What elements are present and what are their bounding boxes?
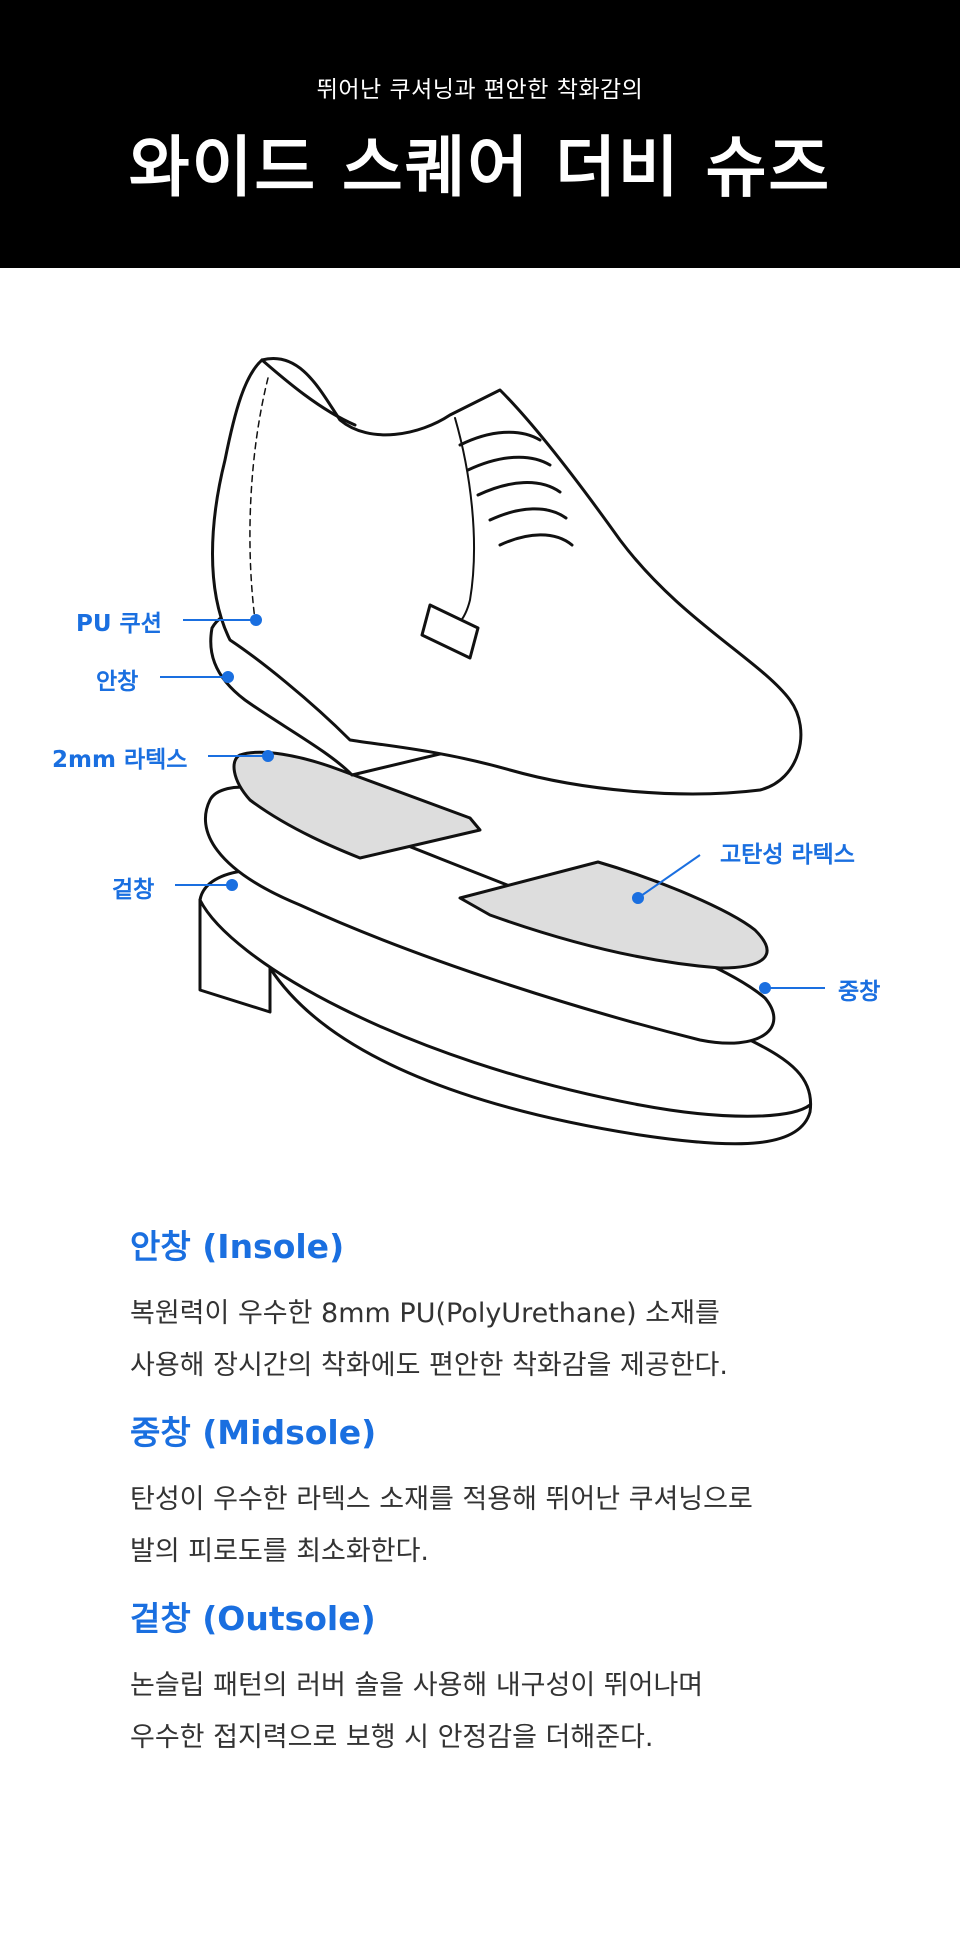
- callout-line-high-elastic-latex: [637, 854, 701, 899]
- exploded-shoe-illustration: [160, 356, 825, 1146]
- shoe-upper-topline: [260, 358, 357, 427]
- section-line: 논슬립 패턴의 러버 솔을 사용해 내구성이 뛰어나며: [130, 1670, 704, 1701]
- shoe-lace: [488, 507, 568, 522]
- section-body: 복원력이 우수한 8mm PU(PolyUrethane) 소재를 사용해 장시…: [130, 1288, 910, 1392]
- callout-dot-insole: [222, 671, 234, 683]
- shoe-lace: [466, 455, 552, 472]
- callout-dot-midsole: [759, 982, 771, 994]
- section-line: 발의 피로도를 최소화한다.: [130, 1536, 429, 1567]
- callout-insole: 안창: [96, 669, 139, 695]
- hero-title: 와이드 스퀘어 더비 슈즈: [128, 129, 832, 206]
- section-line: 우수한 접지력으로 보행 시 안정감을 더해준다.: [130, 1722, 654, 1753]
- outsole-edge: [198, 898, 812, 1118]
- high-elastic-latex-shape: [458, 860, 769, 970]
- section-midsole: 중창 (Midsole) 탄성이 우수한 라텍스 소재를 적용해 뛰어난 쿠셔닝…: [130, 1406, 910, 1578]
- section-body: 탄성이 우수한 라텍스 소재를 적용해 뛰어난 쿠셔닝으로 발의 피로도를 최소…: [130, 1474, 910, 1578]
- section-title: 중창 (Midsole): [130, 1413, 377, 1452]
- latex-2mm-shape: [232, 750, 482, 860]
- hero-banner: 뛰어난 쿠셔닝과 편안한 착화감의 와이드 스퀘어 더비 슈즈: [0, 0, 960, 268]
- callout-dot-latex-2mm: [262, 750, 274, 762]
- section-title: 겉창 (Outsole): [130, 1599, 376, 1638]
- section-insole: 안창 (Insole) 복원력이 우수한 8mm PU(PolyUrethane…: [130, 1220, 910, 1392]
- shoe-lace: [476, 481, 562, 497]
- shoe-lace: [458, 430, 542, 447]
- hero-subtitle: 뛰어난 쿠셔닝과 편안한 착화감의: [316, 77, 644, 103]
- shoe-heel-tab: [420, 603, 480, 660]
- callout-high-elastic-latex: 고탄성 라텍스: [720, 842, 855, 868]
- section-line: 탄성이 우수한 라텍스 소재를 적용해 뛰어난 쿠셔닝으로: [130, 1484, 753, 1515]
- section-line: 사용해 장시간의 착화에도 편안한 착화감을 제공한다.: [130, 1350, 728, 1381]
- callout-dot-pu-cushion: [250, 614, 262, 626]
- section-body: 논슬립 패턴의 러버 솔을 사용해 내구성이 뛰어나며 우수한 접지력으로 보행…: [130, 1660, 910, 1764]
- callout-dot-high-elastic-latex: [632, 892, 644, 904]
- section-outsole: 겉창 (Outsole) 논슬립 패턴의 러버 솔을 사용해 내구성이 뛰어나며…: [130, 1592, 910, 1764]
- shoe-lace: [498, 533, 574, 547]
- callout-midsole: 중창: [838, 979, 881, 1005]
- section-title: 안창 (Insole): [130, 1227, 345, 1266]
- shoe-upper-shape: [211, 356, 803, 796]
- callout-dot-outsole: [226, 879, 238, 891]
- section-line: 복원력이 우수한 8mm PU(PolyUrethane) 소재를: [130, 1298, 720, 1329]
- shoe-upper-stitch: [249, 377, 269, 621]
- callout-latex-2mm: 2mm 라텍스: [52, 747, 188, 773]
- callout-pu-cushion: PU 쿠션: [76, 611, 162, 637]
- callout-outsole: 겉창: [112, 877, 155, 903]
